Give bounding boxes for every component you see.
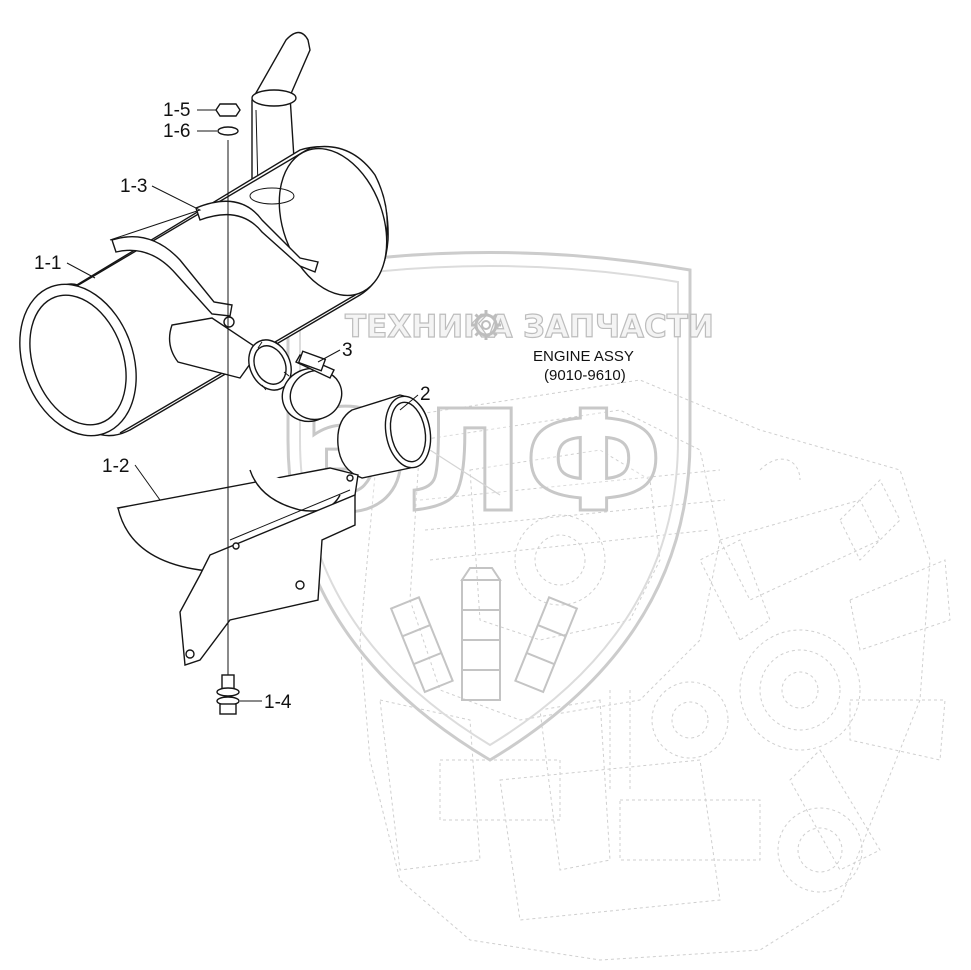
bolt-head bbox=[221, 674, 235, 690]
callout-3: 3 bbox=[342, 340, 353, 361]
muffler bbox=[19, 145, 389, 437]
callout-1-6: 1-6 bbox=[163, 121, 190, 142]
wheat-icon bbox=[389, 567, 579, 701]
callout-1-5: 1-5 bbox=[163, 100, 190, 121]
engine-label-line1: ENGINE ASSY bbox=[533, 348, 634, 365]
muffler-bracket bbox=[116, 467, 359, 666]
nut bbox=[215, 103, 241, 117]
callout-labels: 1-5 1-6 1-3 1-1 1-2 1-4 3 2 bbox=[34, 100, 431, 713]
engine-label-line2: (9010-9610) bbox=[544, 367, 626, 384]
leader-lines bbox=[66, 109, 419, 702]
gear-icon bbox=[471, 310, 501, 340]
callout-1-3: 1-3 bbox=[120, 176, 147, 197]
washer bbox=[217, 126, 239, 136]
callout-1-1: 1-1 bbox=[34, 253, 61, 274]
flex-pipe bbox=[337, 394, 501, 496]
callout-1-2: 1-2 bbox=[102, 456, 129, 477]
callout-1-4: 1-4 bbox=[264, 692, 292, 713]
exhaust-tailpipe bbox=[251, 31, 311, 201]
callout-2: 2 bbox=[420, 384, 431, 405]
engine-assy-label: ENGINE ASSY (9010-9610) bbox=[533, 348, 634, 384]
watermark-shield bbox=[286, 251, 692, 762]
watermark-text-right: ЗАПЧАСТИ bbox=[523, 309, 714, 345]
engine-assy-ghost bbox=[359, 379, 951, 961]
clamp bbox=[281, 350, 343, 423]
fasteners bbox=[215, 103, 241, 715]
